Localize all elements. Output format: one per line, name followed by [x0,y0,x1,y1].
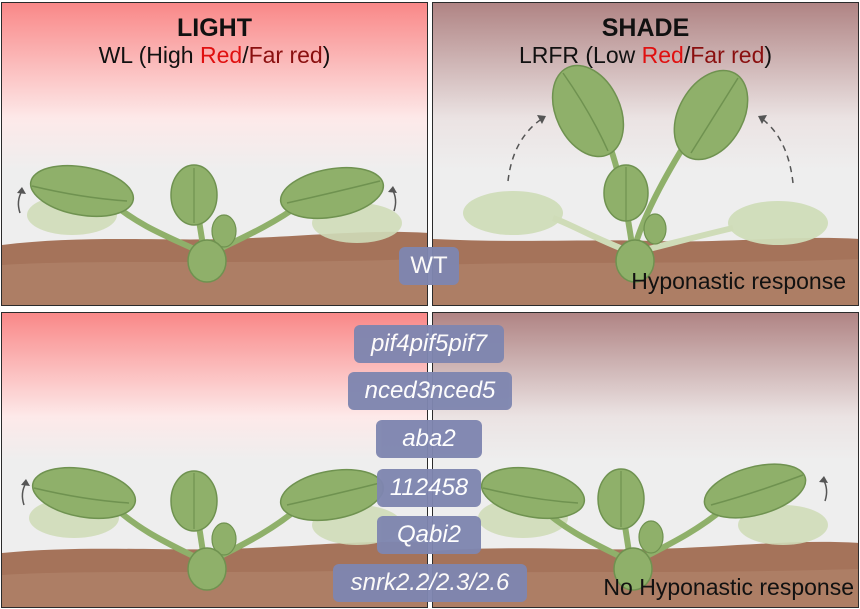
rosette-base [187,547,227,591]
light-title: LIGHT WL (High Red/Far red) [2,15,427,69]
rosette-base [615,239,655,283]
leaf-left [29,164,135,218]
genotype-label-mutant: Qabi2 [377,516,481,554]
light-heading: LIGHT [177,14,252,42]
genotype-label-mutant: pif4pif5pif7 [354,325,504,363]
light-subtitle: WL (High Red/Far red) [98,42,331,68]
dashed-arrow-icon [760,117,794,184]
panel-shade-wt: SHADE LRFR (Low Red/Far red) Hyponastic … [432,2,859,306]
leaf-faded [463,191,563,235]
genotype-label-mutant: 112458 [377,469,481,507]
panel-light-wt: LIGHT WL (High Red/Far red) [1,2,428,306]
shade-title: SHADE LRFR (Low Red/Far red) [433,15,858,69]
hyponastic-response-label: Hyponastic response [631,268,846,294]
rosette-base [613,547,653,591]
shade-subtitle: LRFR (Low Red/Far red) [518,42,773,68]
dashed-arrow-icon [507,117,544,182]
leaf-right [703,463,807,519]
light-wt-scene [2,3,427,305]
shade-mutant-scene [433,313,858,607]
panel-shade-mutants: No Hyponastic response [432,312,859,608]
rosette-base [187,239,227,283]
genotype-label-mutant: snrk2.2/2.3/2.6 [333,564,527,602]
genotype-label-mutant: aba2 [376,420,482,458]
leaf-left [480,466,586,520]
leaf-left [31,466,137,520]
shade-heading: SHADE [601,14,690,42]
shade-wt-scene [433,3,858,305]
no-hyponastic-response-label: No Hyponastic response [603,574,854,600]
genotype-label-mutant: nced3nced5 [348,372,512,410]
genotype-label-wt: WT [399,247,459,285]
leaf-faded [728,201,828,245]
